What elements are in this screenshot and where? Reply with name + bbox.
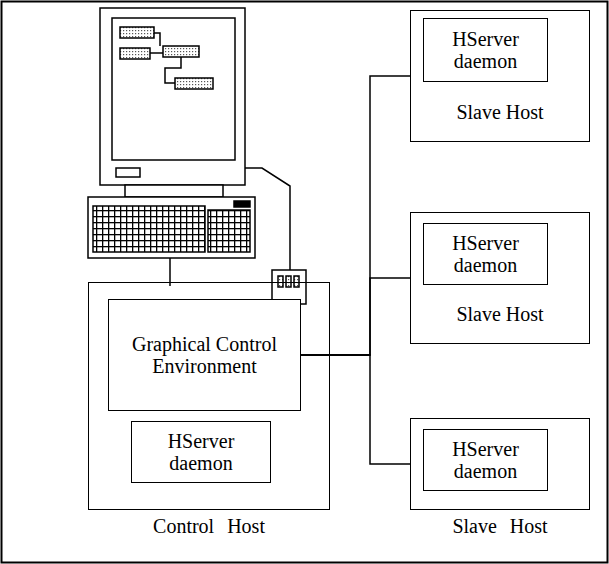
box-label: HServer daemon (432, 232, 539, 276)
host-box: Slave Host HServer daemon (410, 212, 590, 344)
host-label: Slave Host (411, 303, 589, 325)
host-label: Slave Host (411, 515, 589, 537)
monitor-icon (100, 8, 245, 197)
network-line (301, 278, 410, 355)
host-label: Control Host (89, 515, 329, 537)
daemon-box: HServer daemon (423, 429, 548, 491)
daemon-box: HServer daemon (423, 18, 548, 82)
keyboard-icon (88, 197, 255, 286)
box-label: HServer daemon (432, 438, 539, 482)
process-box: Graphical Control Environment (108, 299, 301, 411)
network-line (301, 355, 410, 464)
network-line (301, 76, 410, 355)
box-label: HServer daemon (140, 430, 262, 474)
daemon-box: HServer daemon (423, 223, 548, 285)
box-label: Graphical Control Environment (117, 333, 292, 377)
box-label: HServer daemon (432, 28, 539, 72)
daemon-box: HServer daemon (131, 421, 271, 483)
mouse-icon (245, 168, 306, 304)
host-box: Control HostGraphical Control Environmen… (88, 282, 330, 510)
host-box: Slave HostHServer daemon (410, 418, 590, 510)
host-box: Slave Host HServer daemon (410, 10, 590, 142)
host-label: Slave Host (411, 101, 589, 123)
